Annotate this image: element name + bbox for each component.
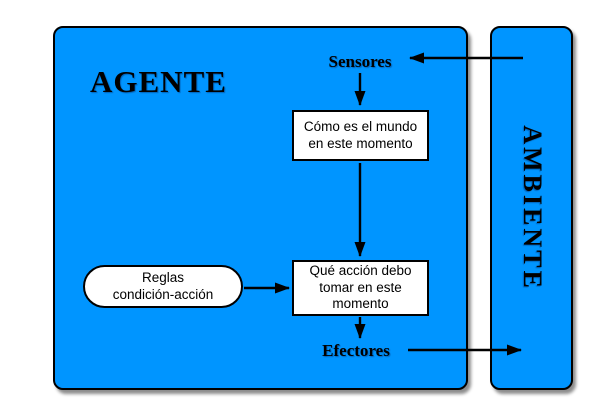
environment-title: AMBIENTE	[517, 125, 547, 291]
rules-line-2: condición-acción	[112, 286, 214, 302]
rules-line-1: Reglas	[141, 270, 185, 285]
sensors-label: Sensores	[328, 52, 392, 71]
world-state-line-1: Cómo es el mundo	[303, 119, 418, 134]
environment-panel: AMBIENTE	[490, 26, 573, 390]
action-line-2: tomar en este	[319, 279, 402, 295]
world-state-line-2: en este momento	[308, 135, 413, 151]
action-line-3: momento	[332, 296, 389, 312]
agent-panel	[53, 26, 468, 390]
effectors-label: Efectores	[322, 341, 390, 360]
world-state-box: Cómo es el mundo en este momento	[292, 110, 429, 161]
agent-title: AGENTE	[90, 64, 227, 99]
rules-oval: Reglas condición-acción	[83, 265, 243, 308]
action-line-1: Qué acción debo	[309, 263, 412, 279]
action-box: Qué acción debo tomar en este momento	[292, 260, 429, 316]
